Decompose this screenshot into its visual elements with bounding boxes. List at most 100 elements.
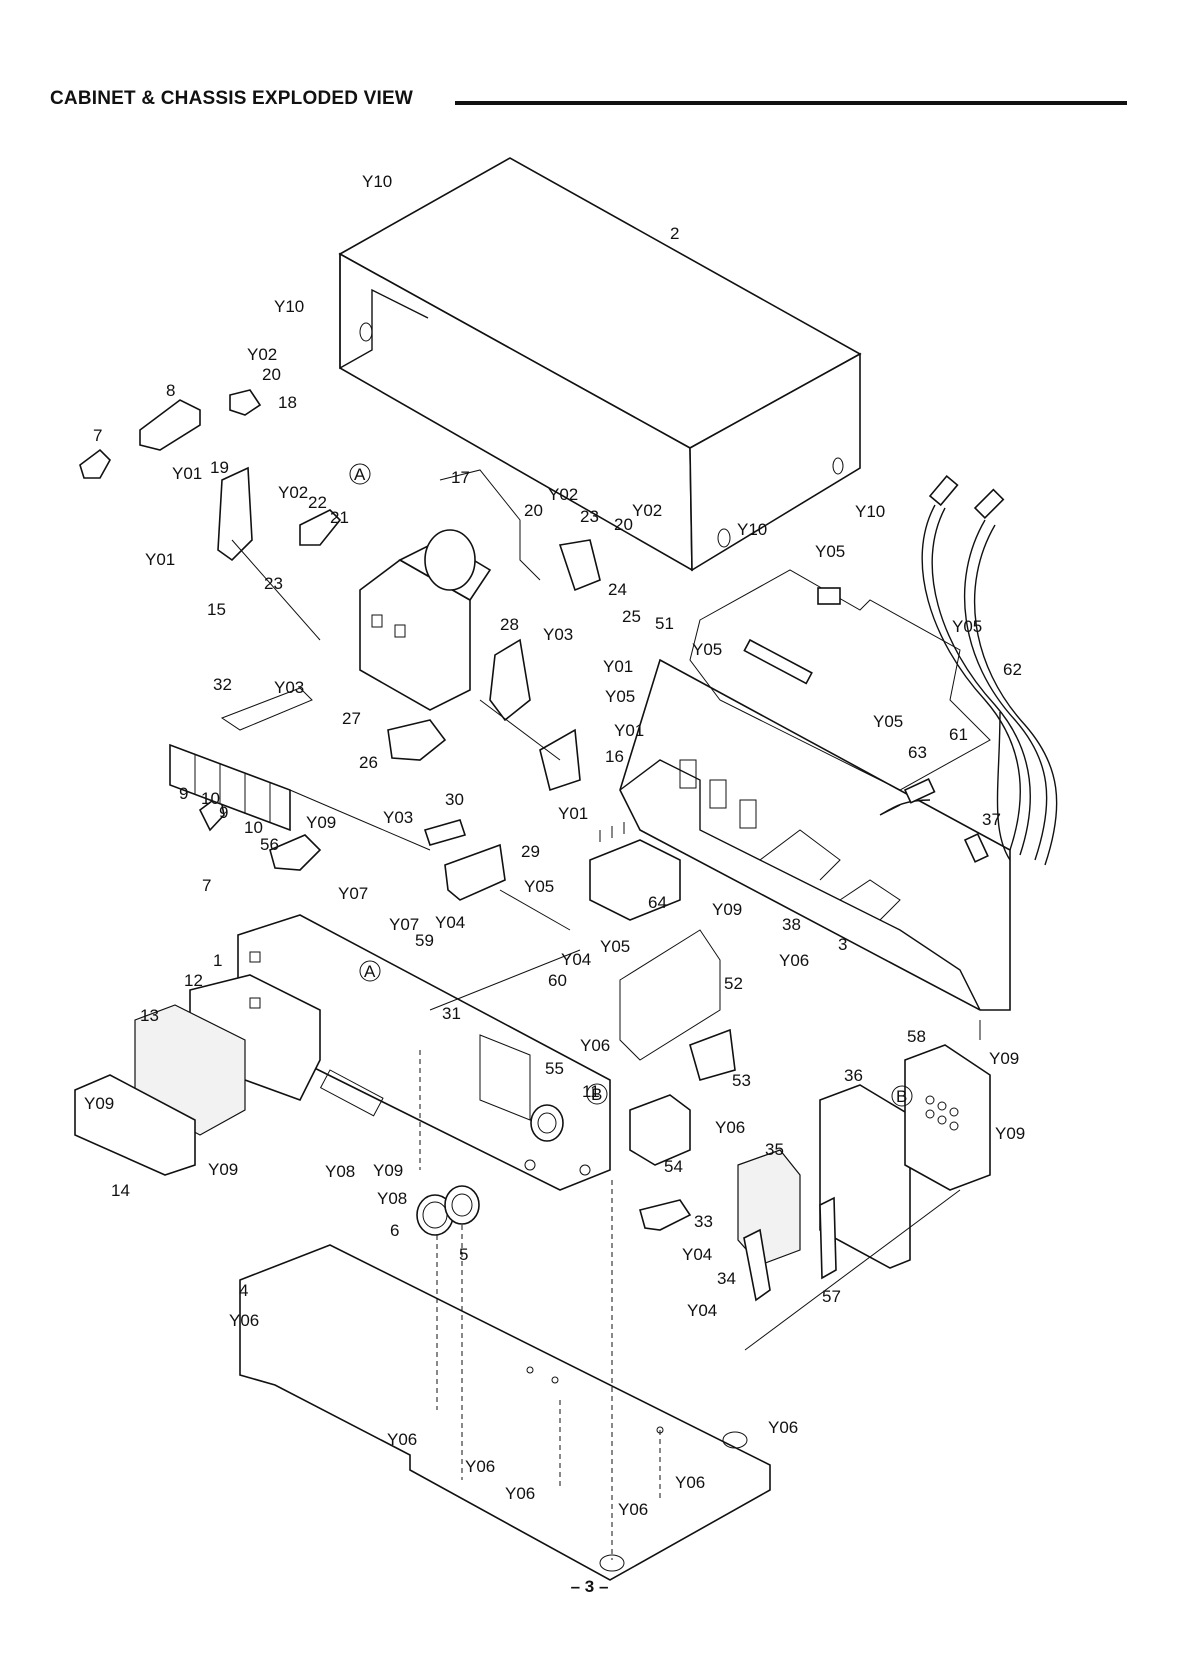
callout-label: Y01 (614, 721, 644, 740)
callout-label: 61 (949, 725, 968, 744)
cables (879, 474, 1058, 866)
callout-label: Y05 (815, 542, 845, 561)
callout-label: 62 (1003, 660, 1022, 679)
callout-label: 54 (664, 1157, 683, 1176)
title-rule (455, 101, 1127, 105)
callout-label: Y06 (715, 1118, 745, 1137)
callout-label: 27 (342, 709, 361, 728)
assembly-lines (231, 539, 981, 1560)
callout-label: Y10 (274, 297, 304, 316)
callout-label: Y09 (306, 813, 336, 832)
callout-label: 53 (732, 1071, 751, 1090)
callout-label: B (591, 1085, 602, 1104)
callout-label: 20 (262, 365, 281, 384)
callout-label: Y10 (855, 502, 885, 521)
callout-label: Y05 (524, 877, 554, 896)
callout-label: 14 (111, 1181, 130, 1200)
callout-label: 35 (765, 1140, 784, 1159)
callout-label: 20 (524, 501, 543, 520)
callout-label: 1 (213, 951, 222, 970)
callout-label: Y07 (338, 884, 368, 903)
callout-label: 12 (184, 971, 203, 990)
front-panel (74, 914, 611, 1191)
callout-label: Y03 (543, 625, 573, 644)
page-title: CABINET & CHASSIS EXPLODED VIEW (50, 88, 414, 109)
callout-label: 28 (500, 615, 519, 634)
callout-label: 13 (140, 1006, 159, 1025)
callout-label: Y04 (682, 1245, 712, 1264)
callout-label: Y05 (952, 617, 982, 636)
callout-label: Y06 (768, 1418, 798, 1437)
callout-label: A (364, 962, 376, 981)
brackets (387, 539, 601, 901)
callout-label: Y07 (389, 915, 419, 934)
reference-mark-a (359, 960, 381, 982)
callout-label: Y01 (558, 804, 588, 823)
callout-label: 30 (445, 790, 464, 809)
callout-label: Y06 (618, 1500, 648, 1519)
cabinet-top-cover (338, 157, 862, 572)
callout-label: Y06 (465, 1457, 495, 1476)
callout-label: 7 (202, 876, 211, 895)
callout-label: 34 (717, 1269, 736, 1288)
reference-mark-b (586, 1083, 608, 1105)
callout-label: Y06 (229, 1311, 259, 1330)
callout-label: 9 (219, 803, 228, 822)
callout-label: Y09 (989, 1049, 1019, 1068)
callout-label: 19 (210, 458, 229, 477)
callout-label: Y05 (873, 712, 903, 731)
callout-label: 7 (93, 426, 102, 445)
callout-label: 17 (451, 468, 470, 487)
callout-label: 51 (655, 614, 674, 633)
page-number: – 3 – (570, 1577, 609, 1596)
callout-label: 31 (442, 1004, 461, 1023)
reference-mark-b (891, 1085, 913, 1107)
transformer (589, 822, 681, 921)
callout-label: 3 (838, 935, 847, 954)
callout-label: Y04 (687, 1301, 717, 1320)
callout-label: 15 (207, 600, 226, 619)
callout-label: 56 (260, 835, 279, 854)
callout-label: 8 (166, 381, 175, 400)
callout-label: 10 (244, 818, 263, 837)
callout-label: 5 (459, 1245, 468, 1264)
callout-label: 38 (782, 915, 801, 934)
bottom-chassis (239, 1244, 771, 1581)
button-assembly (169, 687, 313, 832)
callout-label: Y10 (737, 520, 767, 539)
callout-label: 36 (844, 1066, 863, 1085)
callout-label: Y05 (605, 687, 635, 706)
tape-mechanism (359, 469, 541, 711)
callout-label: 63 (908, 743, 927, 762)
callout-label: 58 (907, 1027, 926, 1046)
callout-label: Y08 (377, 1189, 407, 1208)
callout-label: Y09 (373, 1161, 403, 1180)
callout-label: 4 (239, 1281, 248, 1300)
callout-label: 33 (694, 1212, 713, 1231)
callout-label: 60 (548, 971, 567, 990)
callout-label: 24 (608, 580, 627, 599)
callout-label: 11 (582, 1082, 600, 1101)
side-boards (619, 929, 991, 1302)
callout-label: 21 (330, 508, 349, 527)
callout-label: 10 (201, 789, 220, 808)
callout-label: 37 (982, 810, 1001, 829)
callout-label: Y09 (712, 900, 742, 919)
callout-label: Y09 (84, 1094, 114, 1113)
callout-label: Y10 (362, 172, 392, 191)
callout-label: Y05 (600, 937, 630, 956)
callout-label: Y05 (692, 640, 722, 659)
callout-label: 22 (308, 493, 327, 512)
callout-label: 6 (390, 1221, 399, 1240)
knobs (416, 1185, 480, 1236)
callout-label: 57 (822, 1287, 841, 1306)
callout-label: Y02 (247, 345, 277, 364)
callout-labels: Y10 2 Y10 Y02 20 8 18 7 Y01 19 Y02 22 21… (84, 172, 1025, 1519)
callout-label: Y03 (274, 678, 304, 697)
callout-label: 64 (648, 893, 667, 912)
callout-label: 59 (415, 931, 434, 950)
callout-label: 2 (670, 224, 679, 243)
callout-label: 32 (213, 675, 232, 694)
callout-label: Y01 (172, 464, 202, 483)
